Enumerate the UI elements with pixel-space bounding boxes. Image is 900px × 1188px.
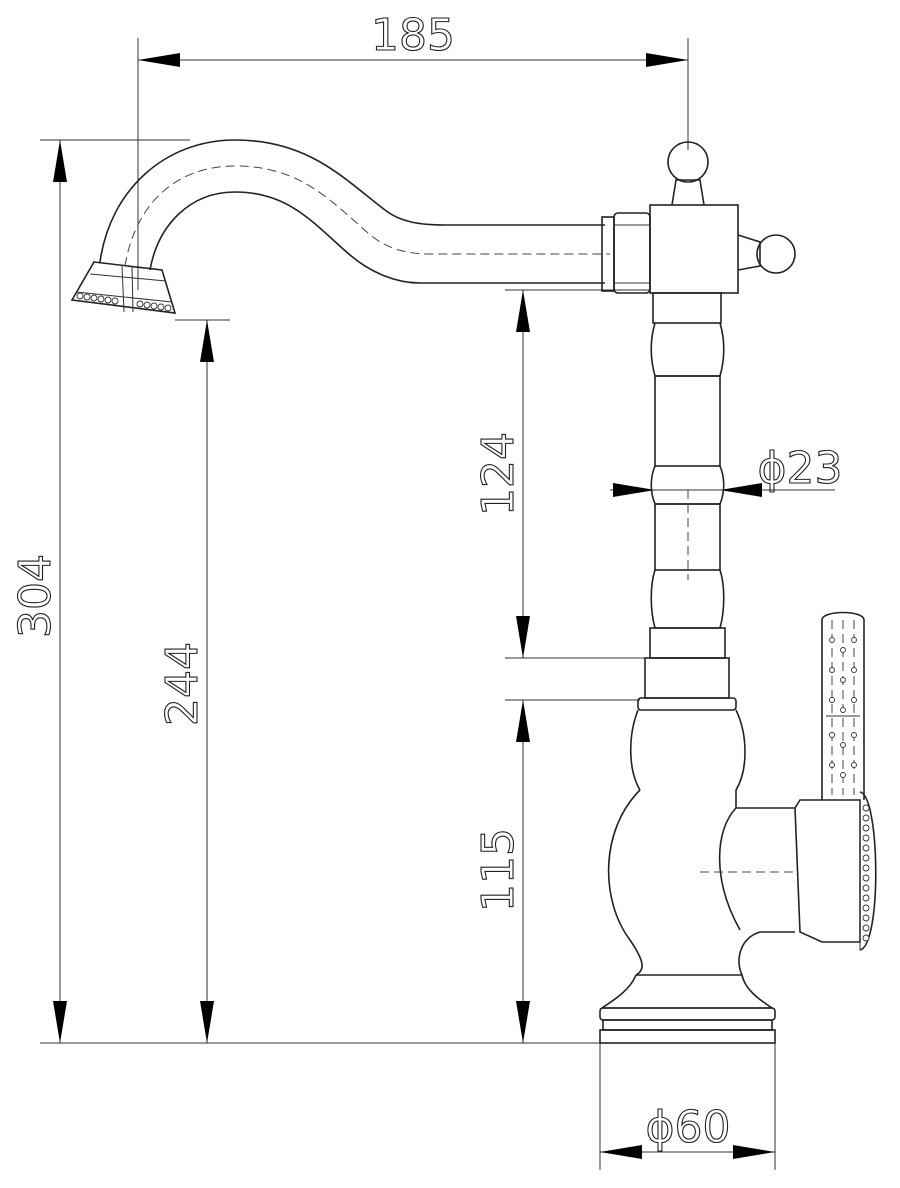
top-knob [667, 141, 709, 183]
dimension-124: 124 [472, 289, 650, 659]
dimension-label-phi23: ϕ23 [757, 443, 842, 494]
dimension-185: 185 [137, 9, 689, 290]
arrow-right [646, 53, 688, 67]
dimension-115: 115 [472, 699, 640, 1043]
lever-pattern [829, 620, 857, 795]
dimension-label-phi60: ϕ60 [645, 1102, 730, 1153]
dimension-244: 244 [156, 319, 230, 1043]
side-knob [756, 234, 796, 274]
dimension-304: 304 [9, 139, 600, 1044]
dimension-label-304: 304 [10, 554, 61, 638]
handle-assembly [794, 611, 877, 951]
base-body [599, 657, 795, 1044]
dimension-label-115: 115 [473, 828, 524, 912]
spout [70, 139, 651, 314]
column [649, 292, 726, 659]
dimension-label-244: 244 [157, 642, 208, 726]
lever-handle [821, 611, 865, 800]
dimension-phi23: ϕ23 [610, 442, 843, 497]
dimension-label-124: 124 [473, 432, 524, 516]
aerator [70, 261, 177, 314]
arrow-left [138, 53, 180, 67]
dimension-phi60: ϕ60 [599, 1043, 776, 1170]
valve-head [649, 141, 796, 294]
handle-side-beads [862, 804, 870, 942]
aerator-beads [76, 292, 172, 312]
dimension-label-185: 185 [371, 10, 455, 61]
